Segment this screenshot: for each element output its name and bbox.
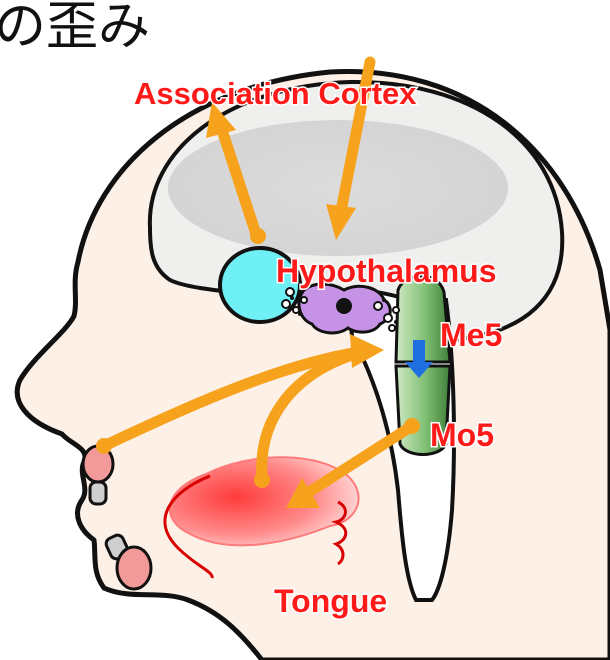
label-association-cortex: Association Cortex (134, 76, 417, 111)
label-hypothalamus: Hypothalamus (276, 253, 496, 289)
title-fragment: の歪み (0, 0, 150, 57)
label-me5: Me5 (440, 317, 502, 353)
label-tongue: Tongue (274, 583, 387, 619)
label-mo5: Mo5 (430, 417, 494, 453)
hypothalamus-core (336, 298, 352, 314)
